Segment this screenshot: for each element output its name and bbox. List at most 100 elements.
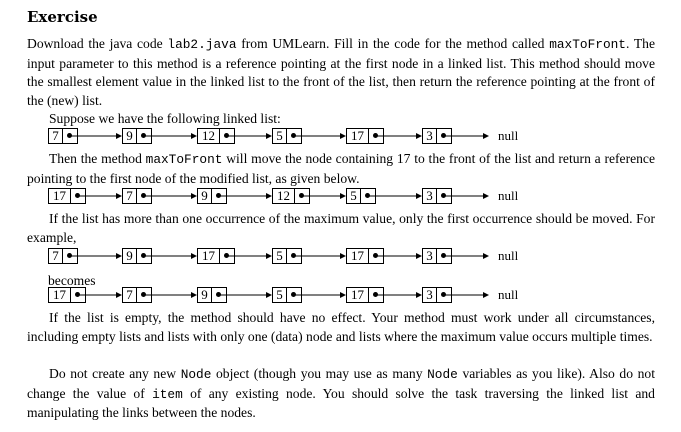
node-value: 3	[423, 249, 437, 263]
node-value: 7	[123, 288, 137, 302]
node-pointer	[63, 249, 77, 263]
pointer-dot-icon	[224, 253, 229, 258]
node-pointer	[212, 288, 226, 302]
node-pointer	[295, 189, 309, 203]
node-pointer	[369, 249, 383, 263]
pointer-dot-icon	[441, 253, 446, 258]
node-value: 12	[198, 129, 220, 143]
null-label: null	[498, 248, 519, 263]
pointer-dot-icon	[67, 253, 72, 258]
pointer-dot-icon	[291, 292, 296, 297]
arrow-head-icon	[266, 253, 272, 259]
node-value: 7	[49, 129, 63, 143]
node-value: 17	[49, 189, 71, 203]
node-pointer	[220, 249, 234, 263]
arrow-head-icon	[116, 292, 122, 298]
arrow-head-icon	[340, 133, 346, 139]
donot-paragraph: Do not create any new Node object (thoug…	[27, 365, 655, 423]
node-value: 17	[347, 288, 369, 302]
node-value: 9	[123, 129, 137, 143]
arrow-head-icon	[483, 193, 489, 199]
pointer-dot-icon	[224, 133, 229, 138]
file-name: lab2.java	[167, 37, 237, 52]
becomes-label: becomes	[48, 273, 96, 288]
pointer-dot-icon	[441, 292, 446, 297]
donot-text-1: Do not create any new	[49, 366, 181, 381]
null-label: null	[498, 287, 519, 302]
link-arrows	[78, 292, 489, 298]
node-pointer	[437, 189, 451, 203]
method-name-2: maxToFront	[145, 152, 223, 167]
node-value: 5	[273, 129, 287, 143]
intro-text-2: from UMLearn. Fill in the code for the m…	[236, 36, 550, 51]
node-pointer	[137, 249, 151, 263]
node-pointer	[220, 129, 234, 143]
arrow-head-icon	[191, 193, 197, 199]
arrow-head-icon	[116, 253, 122, 259]
pointer-dot-icon	[75, 292, 80, 297]
pointer-dot-icon	[373, 292, 378, 297]
pointer-dot-icon	[141, 193, 146, 198]
arrow-head-icon	[483, 253, 489, 259]
arrow-head-icon	[483, 292, 489, 298]
list-node: 12	[272, 188, 310, 204]
node-value: 9	[123, 249, 137, 263]
arrow-head-icon	[416, 292, 422, 298]
node-pointer	[437, 129, 451, 143]
node-value: 12	[273, 189, 295, 203]
arrow-head-icon	[483, 133, 489, 139]
exercise-heading: Exercise	[27, 8, 98, 26]
node-pointer	[437, 249, 451, 263]
node-pointer	[137, 129, 151, 143]
pointer-dot-icon	[141, 292, 146, 297]
node-pointer	[369, 129, 383, 143]
multiple-text: If the list has more than one occurrence…	[27, 211, 655, 245]
node-pointer	[287, 129, 301, 143]
arrow-head-icon	[191, 253, 197, 259]
intro-paragraph: Download the java code lab2.java from UM…	[27, 35, 655, 110]
suppose-paragraph: Suppose we have the following linked lis…	[27, 110, 655, 129]
link-arrows	[70, 253, 489, 259]
donot-text-2: object (though you may use as many	[211, 366, 428, 381]
node-value: 9	[198, 288, 212, 302]
list-node: 17	[346, 128, 384, 144]
donot-text-4: of any existing node. You should solve t…	[27, 385, 655, 421]
node-value: 17	[49, 288, 71, 302]
empty-text: If the list is empty, the method should …	[27, 310, 655, 344]
node-value: 3	[423, 288, 437, 302]
arrow-head-icon	[191, 133, 197, 139]
donot-text-3: variables as you like). Also do not chan…	[27, 366, 655, 401]
node-pointer	[369, 288, 383, 302]
pointer-dot-icon	[441, 133, 446, 138]
node-class-name-2: Node	[427, 367, 458, 382]
node-pointer	[212, 189, 226, 203]
item-field-name: item	[152, 386, 183, 402]
node-value: 3	[423, 189, 437, 203]
arrow-head-icon	[340, 193, 346, 199]
pointer-dot-icon	[291, 253, 296, 258]
node-value: 3	[423, 129, 437, 143]
pointer-dot-icon	[365, 193, 370, 198]
node-pointer	[137, 288, 151, 302]
arrow-head-icon	[340, 292, 346, 298]
null-label: null	[498, 188, 519, 203]
link-arrows	[78, 193, 489, 199]
pointer-dot-icon	[216, 292, 221, 297]
arrow-head-icon	[416, 193, 422, 199]
arrow-head-icon	[266, 133, 272, 139]
node-pointer	[437, 288, 451, 302]
link-arrows	[70, 133, 489, 139]
node-value: 7	[49, 249, 63, 263]
multiple-paragraph: If the list has more than one occurrence…	[27, 210, 655, 247]
arrow-head-icon	[116, 193, 122, 199]
arrow-head-icon	[340, 253, 346, 259]
arrow-head-icon	[191, 292, 197, 298]
pointer-dot-icon	[373, 133, 378, 138]
node-class-name: Node	[180, 367, 212, 382]
list-node: 17	[48, 287, 86, 303]
node-pointer	[71, 189, 85, 203]
